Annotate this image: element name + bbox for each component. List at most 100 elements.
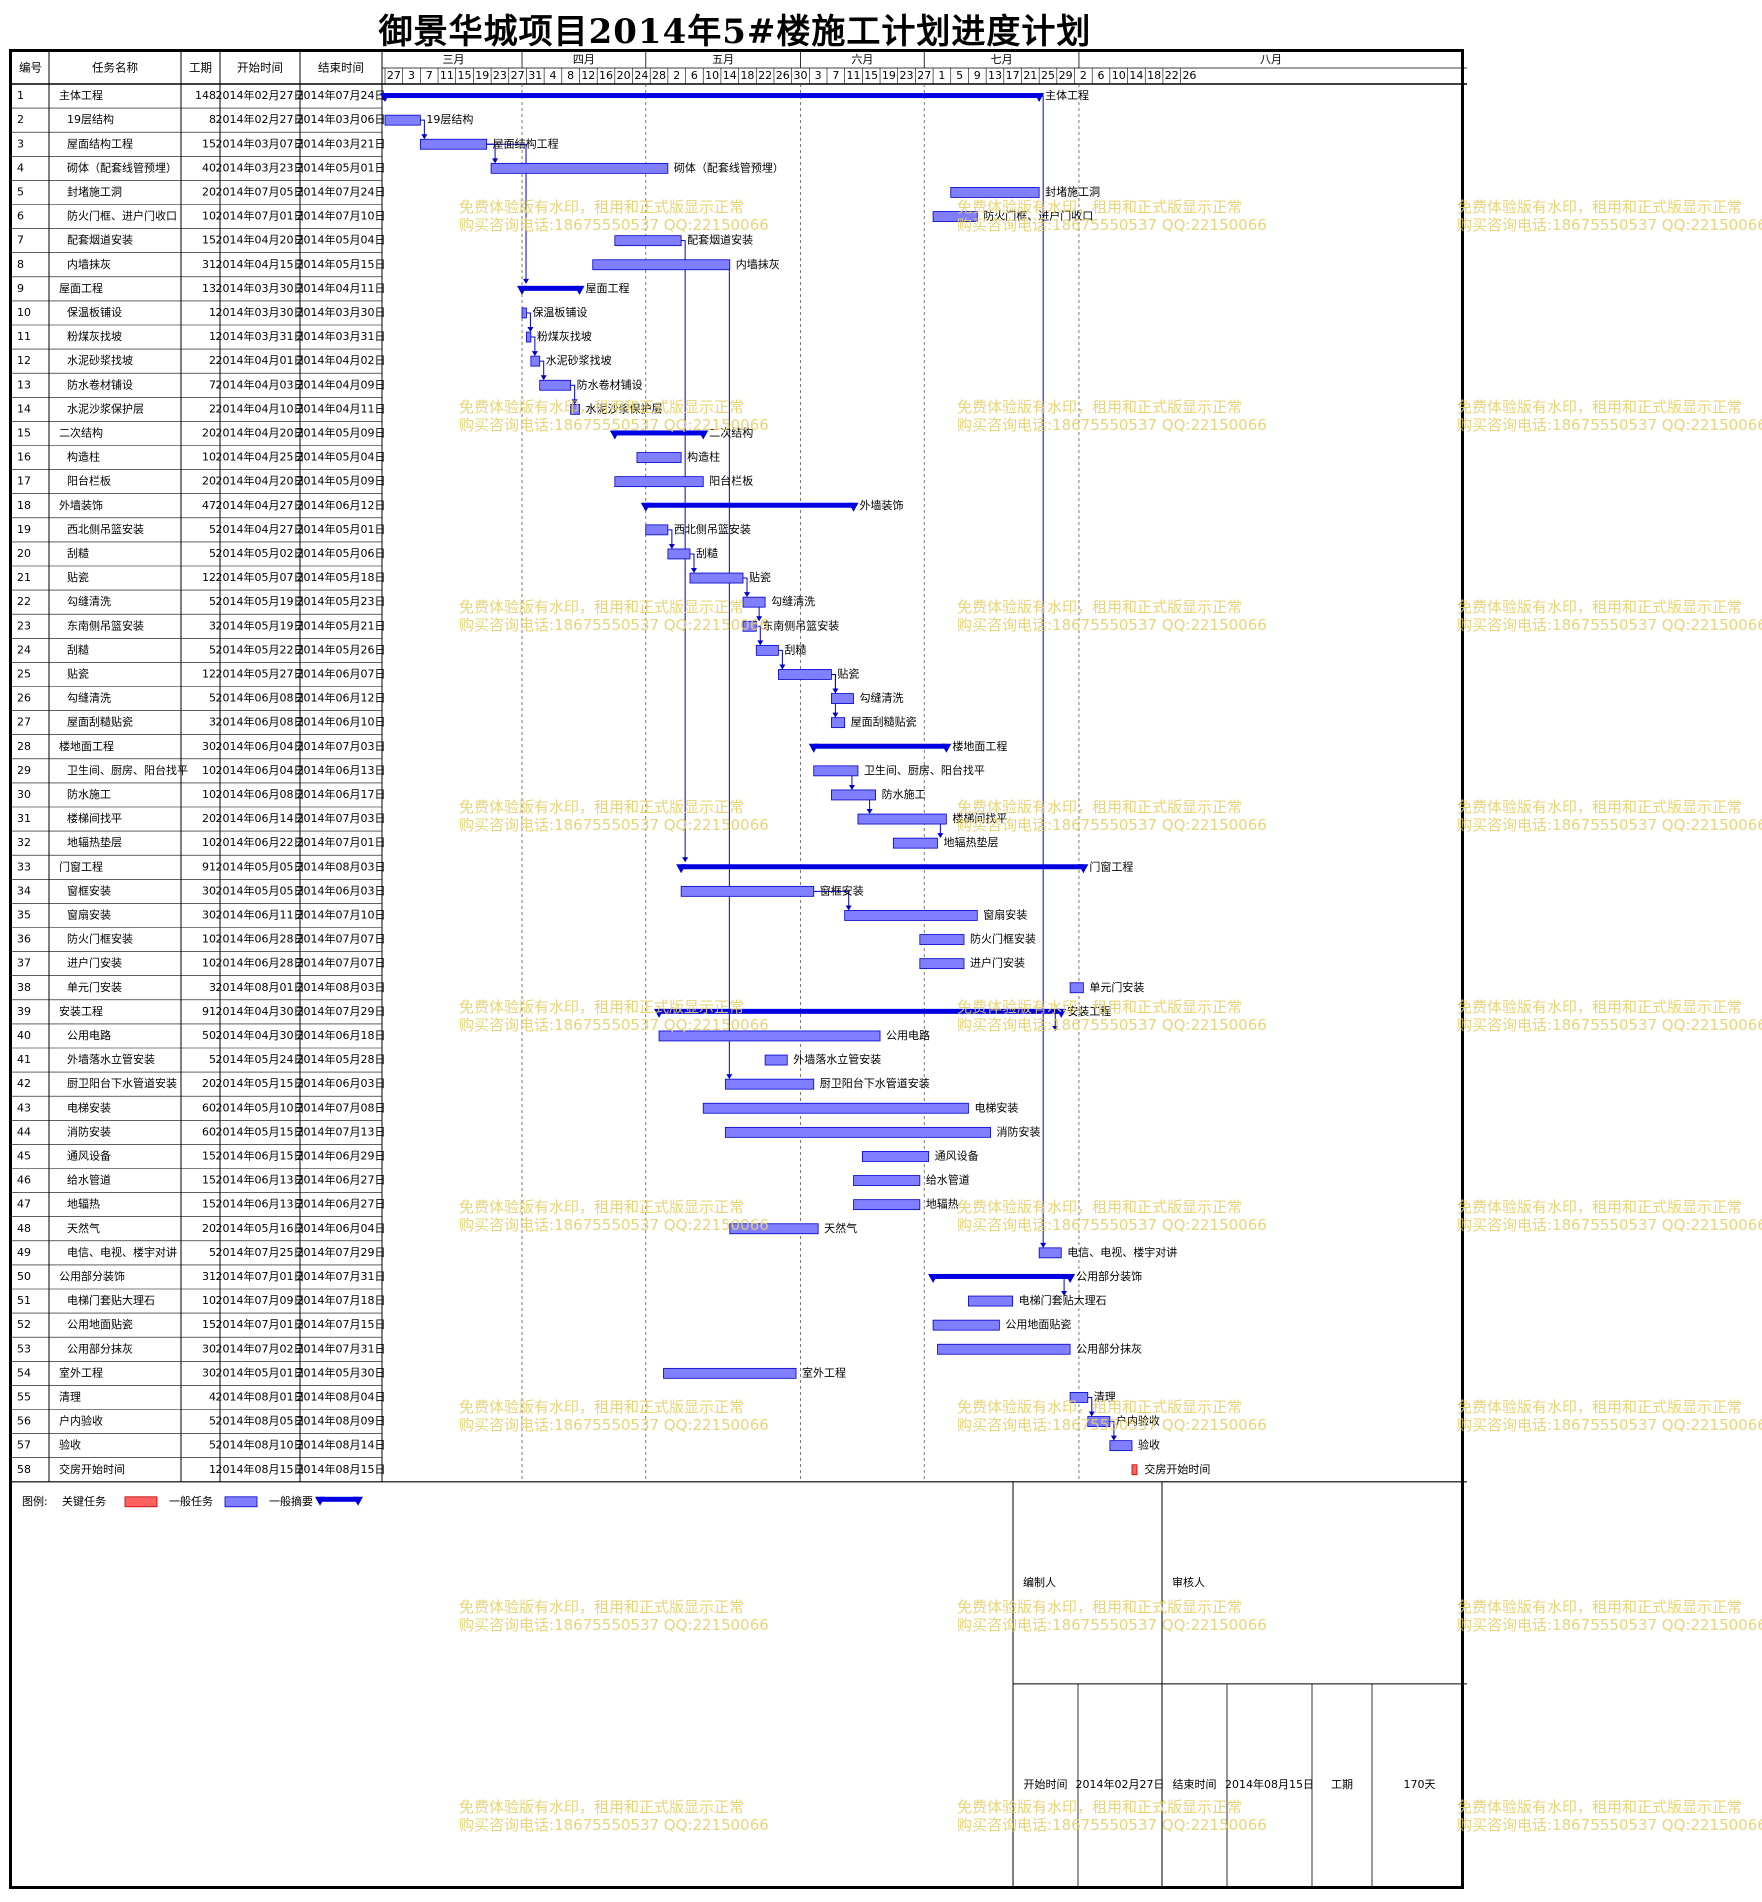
task-name: 贴瓷 — [67, 570, 89, 584]
task-bar — [1087, 1416, 1111, 1427]
bar-label: 配套烟道安装 — [687, 233, 753, 247]
task-id: 33 — [17, 860, 31, 873]
task-name: 19层结构 — [67, 112, 114, 126]
task-id: 54 — [17, 1366, 31, 1379]
bar-label: 西北侧吊篮安装 — [674, 522, 751, 536]
footer-end-value: 2014年08月15日 — [1225, 1777, 1314, 1791]
task-id: 40 — [17, 1029, 31, 1042]
day-tick-label: 19 — [475, 69, 489, 82]
task-start: 2014年02月27日 — [216, 112, 305, 126]
summary-bar — [645, 502, 854, 508]
task-id: 35 — [17, 908, 31, 921]
task-bar — [950, 187, 1040, 198]
dependency-arrow — [832, 712, 839, 718]
task-id: 57 — [17, 1439, 31, 1452]
task-start: 2014年05月15日 — [216, 1076, 305, 1090]
task-name: 窗扇安装 — [67, 907, 111, 921]
task-end: 2014年06月12日 — [297, 498, 386, 512]
task-start: 2014年05月02日 — [216, 546, 305, 560]
task-id: 58 — [17, 1463, 31, 1476]
bar-label: 公用部分装饰 — [1076, 1269, 1142, 1283]
bar-label: 防水卷材铺设 — [577, 377, 643, 391]
bar-label: 砌体（配套线管预埋） — [674, 160, 784, 174]
dependency-link — [1109, 1421, 1115, 1440]
task-id: 15 — [17, 426, 31, 439]
task-duration: 10 — [202, 210, 216, 223]
task-bar — [831, 789, 877, 801]
task-end: 2014年06月04日 — [297, 1221, 386, 1235]
task-bar — [614, 235, 682, 247]
task-id: 21 — [17, 571, 31, 584]
task-end: 2014年05月26日 — [297, 642, 386, 656]
task-end: 2014年08月03日 — [297, 980, 386, 994]
task-bar — [777, 669, 832, 680]
day-tick-label: 3 — [408, 69, 415, 82]
task-id: 34 — [17, 884, 31, 897]
task-name: 厨卫阳台下水管道安装 — [67, 1076, 177, 1090]
task-start: 2014年04月03日 — [216, 377, 305, 391]
watermark-line: 免费体验版有水印，租用和正式版显示正常 — [1457, 398, 1743, 416]
task-id: 45 — [17, 1149, 31, 1162]
dependency-link — [530, 336, 536, 356]
dependency-arrow — [682, 857, 689, 863]
watermark: 免费体验版有水印，租用和正式版显示正常购买咨询电话:18675550537 QQ… — [1457, 398, 1762, 434]
task-id: 25 — [17, 667, 31, 680]
bar-label: 门窗工程 — [1089, 859, 1133, 873]
dependency-arrow — [527, 327, 534, 333]
dependency-arrow — [779, 664, 786, 670]
task-id: 9 — [17, 282, 24, 295]
dependency-arrow — [937, 833, 944, 839]
watermark: 免费体验版有水印，租用和正式版显示正常购买咨询电话:18675550537 QQ… — [1457, 1198, 1762, 1234]
task-name: 防火门框、进户门收口 — [67, 209, 177, 223]
dependency-arrow — [866, 809, 873, 815]
task-name: 清理 — [59, 1390, 81, 1403]
dependency-link — [778, 649, 783, 669]
task-bar — [689, 572, 744, 584]
watermark-line: 购买咨询电话:18675550537 QQ:22150066 — [1457, 816, 1762, 834]
bar-label: 构造柱 — [687, 450, 720, 464]
task-id: 27 — [17, 716, 31, 729]
task-id: 3 — [17, 137, 24, 150]
dependency-arrow — [492, 158, 499, 164]
task-name: 验收 — [59, 1438, 81, 1452]
day-tick-label: 5 — [956, 69, 963, 82]
task-id: 41 — [17, 1053, 31, 1066]
watermark-line: 免费体验版有水印，租用和正式版显示正常 — [1457, 1598, 1743, 1616]
dependency-link — [813, 890, 850, 910]
task-duration: 3 — [209, 619, 216, 632]
task-bar — [853, 1199, 921, 1211]
task-name: 公用部分装饰 — [59, 1269, 125, 1283]
summary-bar — [813, 743, 947, 749]
task-end: 2014年05月30日 — [297, 1365, 386, 1379]
task-duration: 5 — [209, 692, 216, 705]
day-tick-label: 14 — [1129, 69, 1143, 82]
summary-end-cap — [1056, 1008, 1067, 1018]
task-name: 公用部分抹灰 — [67, 1341, 133, 1355]
task-id: 28 — [17, 740, 31, 753]
task-id: 20 — [17, 547, 31, 560]
task-start: 2014年06月15日 — [216, 1148, 305, 1162]
task-duration: 91 — [202, 860, 216, 873]
task-id: 55 — [17, 1390, 31, 1403]
summary-start-cap — [654, 1008, 665, 1018]
watermark-line: 免费体验版有水印，租用和正式版显示正常 — [1457, 1798, 1743, 1816]
task-start: 2014年07月05日 — [216, 184, 305, 198]
task-id: 8 — [17, 258, 24, 271]
footer-start-label: 开始时间 — [1024, 1777, 1068, 1791]
task-end: 2014年05月28日 — [297, 1052, 386, 1066]
task-id: 4 — [17, 161, 24, 174]
task-id: 11 — [17, 330, 31, 343]
summary-end-cap — [1078, 864, 1089, 874]
task-start: 2014年07月01日 — [216, 1317, 305, 1331]
day-tick-label: 15 — [864, 69, 878, 82]
task-duration: 10 — [202, 957, 216, 970]
task-id: 6 — [17, 210, 24, 223]
task-name: 构造柱 — [67, 450, 100, 464]
month-label: 七月 — [991, 53, 1013, 66]
task-bar — [592, 259, 731, 271]
task-name: 西北侧吊篮安装 — [67, 522, 144, 536]
day-tick-label: 10 — [1112, 69, 1126, 82]
watermark-line: 免费体验版有水印，租用和正式版显示正常 — [1457, 1198, 1743, 1216]
task-end: 2014年05月18日 — [297, 570, 386, 584]
bar-label: 屋面结构工程 — [493, 136, 559, 150]
